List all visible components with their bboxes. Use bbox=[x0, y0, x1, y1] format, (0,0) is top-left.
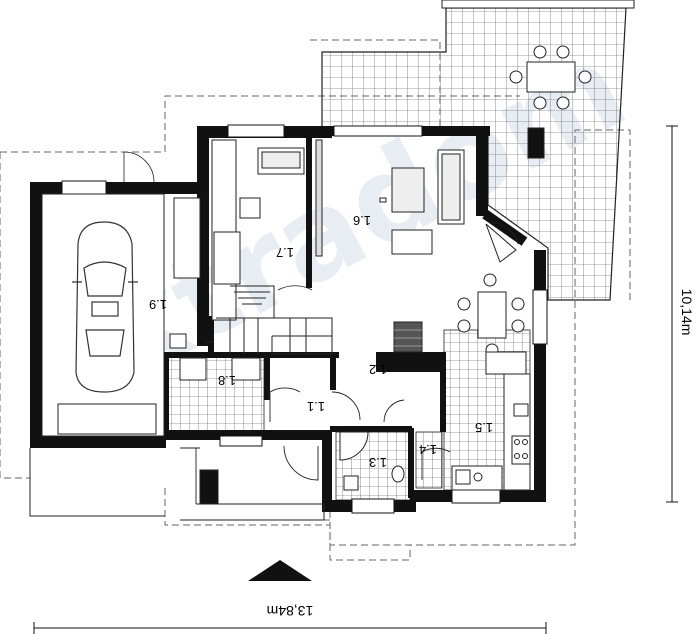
door-swings bbox=[180, 387, 451, 504]
dimension-lines bbox=[33, 125, 678, 634]
north-arrow-icon bbox=[248, 560, 312, 581]
room-label-1-5: 1.5 bbox=[475, 420, 493, 435]
room-label-1-1: 1.1 bbox=[307, 399, 325, 414]
office-furniture bbox=[211, 139, 305, 321]
depth-dimension-label: 10,14m bbox=[679, 289, 695, 336]
windows bbox=[61, 124, 548, 514]
room-label-1-8: 1.8 bbox=[218, 373, 236, 388]
kitchen-units bbox=[451, 351, 531, 491]
room-label-1-9: 1.9 bbox=[149, 297, 167, 312]
entrance bbox=[29, 448, 325, 521]
room-label-1-7: 1.7 bbox=[276, 245, 294, 260]
dining-set bbox=[457, 221, 525, 357]
fireplace bbox=[393, 321, 423, 353]
terrace-dining-set bbox=[509, 45, 592, 159]
interior-walls bbox=[163, 138, 446, 498]
car-icon bbox=[72, 221, 138, 393]
bathroom-fixtures bbox=[169, 333, 405, 491]
room-label-1-4: 1.4 bbox=[419, 442, 437, 457]
living-room-furniture bbox=[315, 139, 465, 257]
room-label-1-2: 1.2 bbox=[369, 362, 387, 377]
room-label-1-3: 1.3 bbox=[369, 455, 387, 470]
room-label-1-6: 1.6 bbox=[353, 213, 371, 228]
width-dimension-label: 13,84m bbox=[267, 603, 314, 619]
room-labels: 1.9 1.7 1.6 1.8 1.1 1.2 1.3 1.4 1.5 bbox=[149, 213, 493, 470]
staircase bbox=[206, 285, 333, 355]
